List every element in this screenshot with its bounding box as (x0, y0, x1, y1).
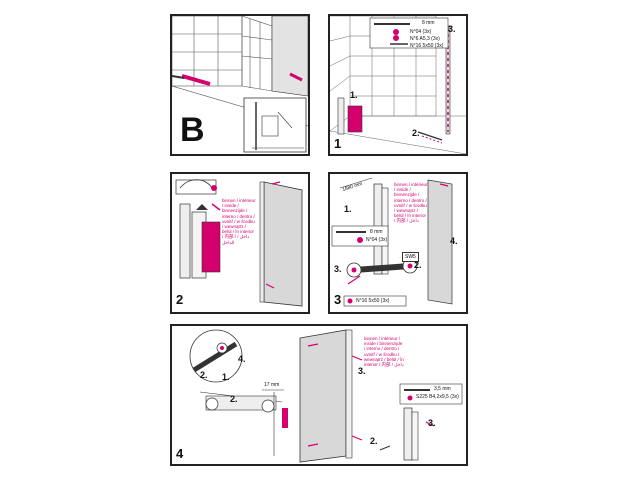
panel-2-number: 2 (176, 292, 184, 307)
panel-1-screw-3: N°6 A5,3 (3x) (410, 36, 440, 42)
panel-3-illustration (331, 177, 453, 307)
panel-3-step-4: 4. (450, 236, 458, 246)
panel-1: 8 mm N°04 (3x) N°6 A5,3 (3x) N°16 5x50 (… (328, 14, 468, 156)
panel-3-number: 3 (334, 292, 342, 307)
panel-1-step-1: 1. (350, 90, 358, 100)
panel-4-step-5: 3. (358, 366, 366, 376)
panel-4-step-2: 4. (238, 354, 246, 364)
panel-4-screw-2: S225 B4,2x9,5 (3x) (416, 394, 459, 400)
panel-4-number: 4 (176, 446, 184, 461)
panel-3-step-3: 3. (334, 264, 342, 274)
panel-4-dimension: 17 mm (264, 382, 280, 388)
panel-3-screw-2: N°04 (3x) (366, 237, 388, 243)
panel-1-step-3: 3. (448, 24, 456, 34)
panel-b-letter: B (180, 111, 205, 149)
panel-b: B (170, 14, 310, 156)
panel-2-illustration (175, 179, 303, 307)
panel-2: binnen / intérieur / inside / binnenzijd… (170, 172, 310, 314)
panel-4-step-3: 1. (222, 372, 230, 382)
panel-4-inside-text: binnen / intérieur / inside / binnenzijd… (364, 336, 404, 368)
panel-3-screw-4: N°16 5x50 (3x) (356, 298, 390, 304)
panel-b-illustration (172, 16, 308, 153)
panel-4-step-7: 3. (428, 418, 436, 428)
panel-3-screw-1: 8 mm (370, 229, 383, 235)
panel-3-inside-text: binnen / intérieur / inside / binnenzijd… (394, 182, 428, 224)
panel-3: 1880 mm 8 mm N°04 (3x) SW5 N°16 5x50 (3x… (328, 172, 468, 314)
panel-4-screw-1: 3,5 mm (434, 386, 451, 392)
panel-4-step-4: 2. (230, 394, 238, 404)
panel-3-step-2: 2. (414, 260, 422, 270)
panel-1-illustration (330, 16, 466, 154)
panel-4-step-6: 2. (370, 436, 378, 446)
panel-3-step-1: 1. (344, 204, 352, 214)
panel-1-screw-4: N°16 5x50 (3x) (410, 43, 444, 49)
panel-1-step-2: 2. (412, 128, 420, 138)
panel-1-screw-1: 8 mm (422, 20, 435, 26)
panel-1-number: 1 (334, 136, 342, 151)
panel-1-screw-2: N°04 (3x) (410, 29, 432, 35)
panel-2-inside-text: binnen / intérieur / inside / binnenzijd… (222, 198, 256, 245)
panel-4: 2. 4. 1. 2. 3. 2. 3. 17 mm binnen / inté… (170, 324, 468, 466)
panel-3-sw5-label: SW5 (402, 252, 419, 262)
panel-4-illustration (189, 329, 463, 463)
panel-4-step-1: 2. (200, 370, 208, 380)
